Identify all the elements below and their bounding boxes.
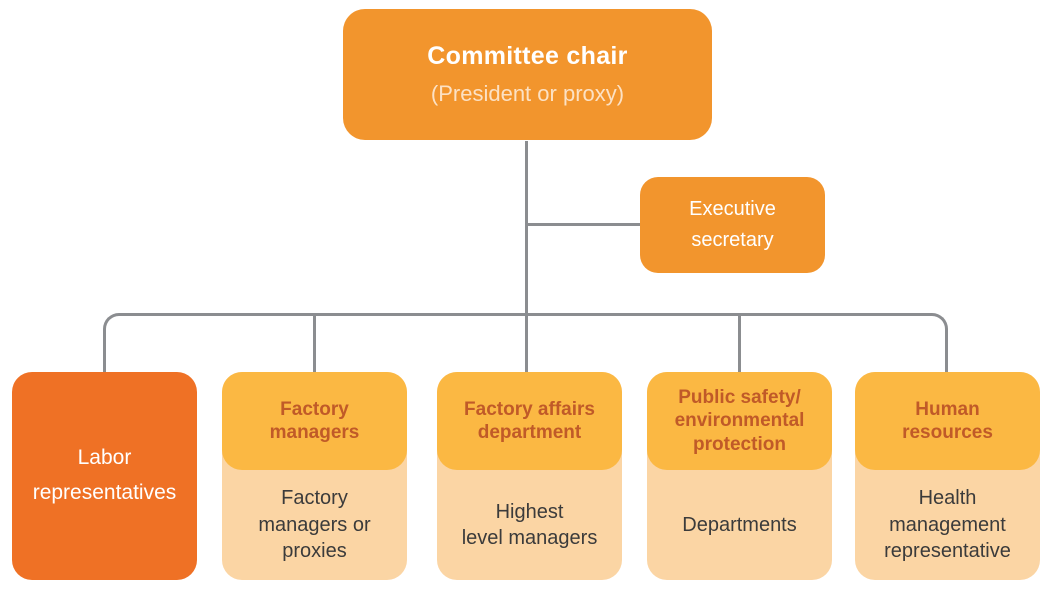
factory-managers-node: Factory managers Factory managers or pro…	[222, 372, 407, 580]
public-safety-node: Public safety/ environmental protection …	[647, 372, 832, 580]
factory-affairs-header: Factory affairs department	[437, 372, 622, 470]
committee-chair-title: Committee chair	[427, 42, 628, 70]
public-safety-header: Public safety/ environmental protection	[647, 372, 832, 470]
connector-bus	[103, 313, 948, 373]
committee-chair-subtitle: (President or proxy)	[430, 81, 625, 106]
committee-chair-node: Committee chair (President or proxy)	[343, 9, 712, 140]
connector-executive-branch	[525, 223, 640, 226]
connector-drop-public-safety	[738, 314, 741, 372]
human-resources-body: Health management representative	[884, 487, 1011, 563]
factory-affairs-body: Highest level managers	[461, 500, 598, 549]
human-resources-header: Human resources	[855, 372, 1040, 470]
factory-managers-header: Factory managers	[222, 372, 407, 470]
public-safety-body: Departments	[682, 513, 797, 536]
connector-trunk	[525, 141, 528, 372]
connector-drop-factory-managers	[313, 314, 316, 372]
labor-representatives-node: Labor representatives	[12, 372, 197, 580]
factory-managers-body: Factory managers or proxies	[258, 487, 371, 563]
human-resources-node: Human resources Health management repres…	[855, 372, 1040, 580]
factory-affairs-node: Factory affairs department Highest level…	[437, 372, 622, 580]
executive-secretary-node: Executive secretary	[640, 177, 825, 273]
